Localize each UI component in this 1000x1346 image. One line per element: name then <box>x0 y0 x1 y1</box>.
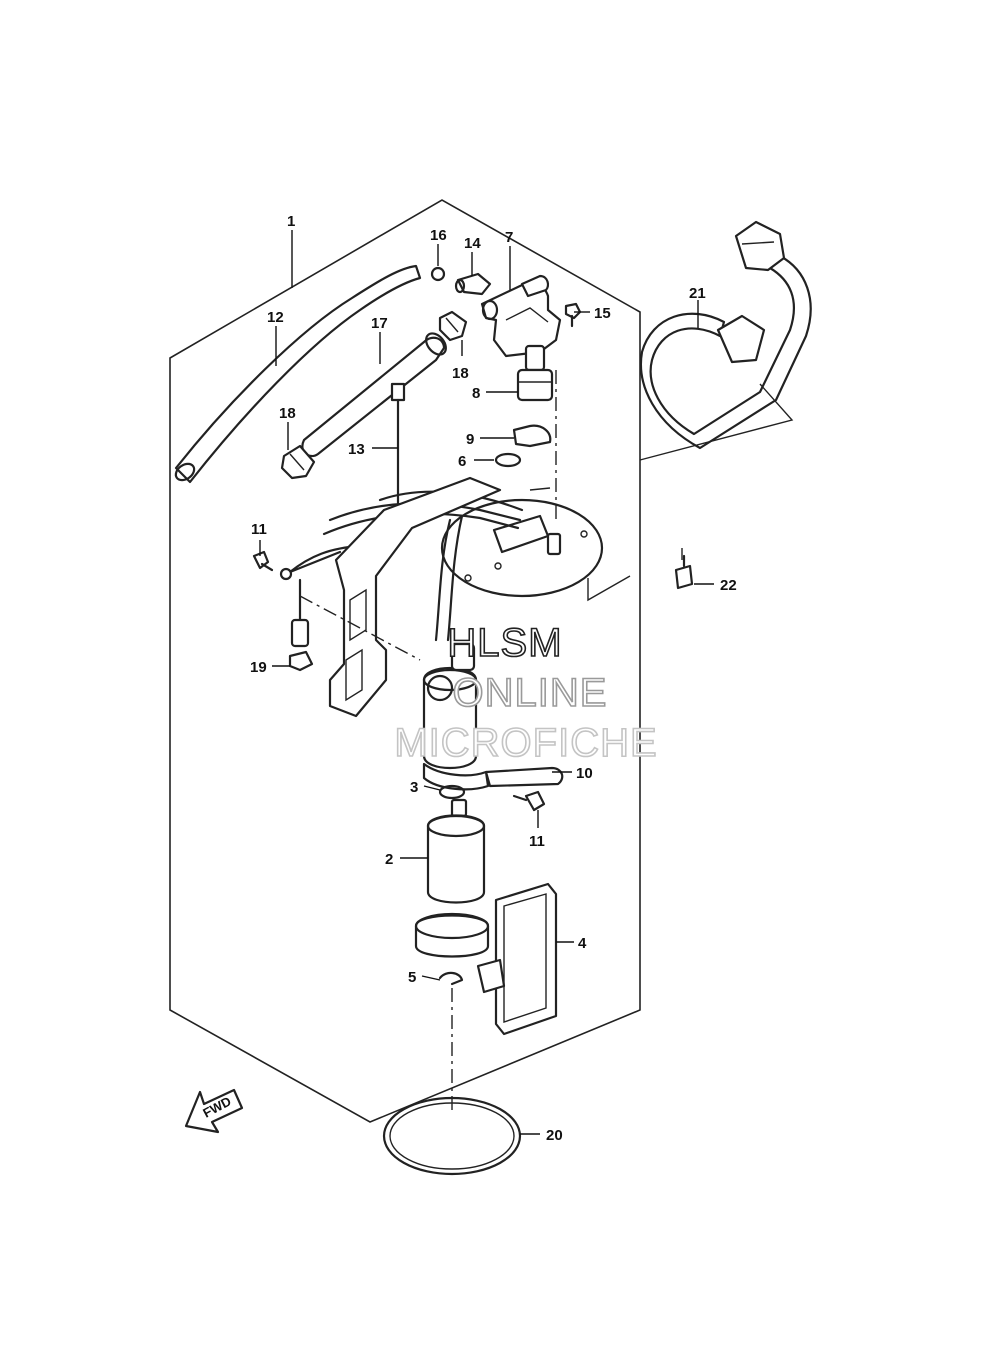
bolt-11-upper <box>252 550 274 572</box>
fwd-arrow: FWD <box>184 1088 244 1134</box>
callout-2: 2 <box>385 851 393 868</box>
clamp-18-right <box>438 310 468 342</box>
callout-20: 20 <box>546 1127 563 1144</box>
callout-18b: 18 <box>452 365 469 382</box>
callout-15: 15 <box>594 305 611 322</box>
callout-4: 4 <box>578 935 587 952</box>
seal-3 <box>438 784 466 800</box>
callout-8: 8 <box>472 385 480 402</box>
callout-18: 18 <box>279 405 296 422</box>
pump-flange <box>440 498 604 598</box>
callout-9: 9 <box>466 431 474 448</box>
hose-datum <box>639 383 794 461</box>
hose-17 <box>301 332 447 458</box>
filter-cup <box>414 912 506 994</box>
callout-5: 5 <box>408 969 416 986</box>
watermark-line-2: ONLINE <box>453 671 608 715</box>
callout-16: 16 <box>430 227 447 244</box>
callout-6: 6 <box>458 453 466 470</box>
watermark-line-3: MICROFICHE <box>394 721 657 765</box>
callout-21: 21 <box>689 285 706 302</box>
outlet-hose-21 <box>639 220 812 450</box>
fitting-14 <box>454 272 492 296</box>
callout-1: 1 <box>287 213 295 230</box>
clip-5 <box>438 971 464 986</box>
regulator-7 <box>480 274 562 358</box>
assembly-axis-lines <box>299 370 683 1110</box>
bolt-22 <box>674 554 694 590</box>
callout-11-upper: 11 <box>251 521 267 538</box>
callout-14: 14 <box>464 235 481 252</box>
ground-wire-19 <box>279 550 342 672</box>
callout-10: 10 <box>576 765 593 782</box>
clamp-18-left <box>280 444 316 480</box>
pump-holder <box>422 642 478 770</box>
callout-22: 22 <box>720 577 737 594</box>
bolt-15 <box>564 302 582 328</box>
o-ring-6 <box>494 452 522 468</box>
callout-3: 3 <box>410 779 418 796</box>
watermark: HLSM ONLINE MICROFICHE <box>394 620 658 766</box>
filter-4 <box>494 882 558 1036</box>
strap-10 <box>422 762 564 791</box>
bracket-9 <box>512 424 552 448</box>
assembly-frame <box>169 199 641 1123</box>
callout-labels: 1 12 17 18 13 16 14 7 15 18 8 9 6 21 22 … <box>250 213 737 1144</box>
callout-7: 7 <box>505 229 513 246</box>
callout-11-lower: 11 <box>529 833 545 850</box>
regulator-8 <box>516 344 554 402</box>
fuel-pump-2 <box>426 798 486 904</box>
watermark-line-1: HLSM <box>447 621 562 665</box>
callout-13: 13 <box>348 441 365 458</box>
pump-bracket <box>328 476 502 718</box>
callout-17: 17 <box>371 315 388 332</box>
callout-leaders <box>259 230 714 1135</box>
callout-19: 19 <box>250 659 267 676</box>
clip-16 <box>430 266 446 282</box>
callout-12: 12 <box>267 309 284 326</box>
bolt-11-lower <box>512 790 546 812</box>
